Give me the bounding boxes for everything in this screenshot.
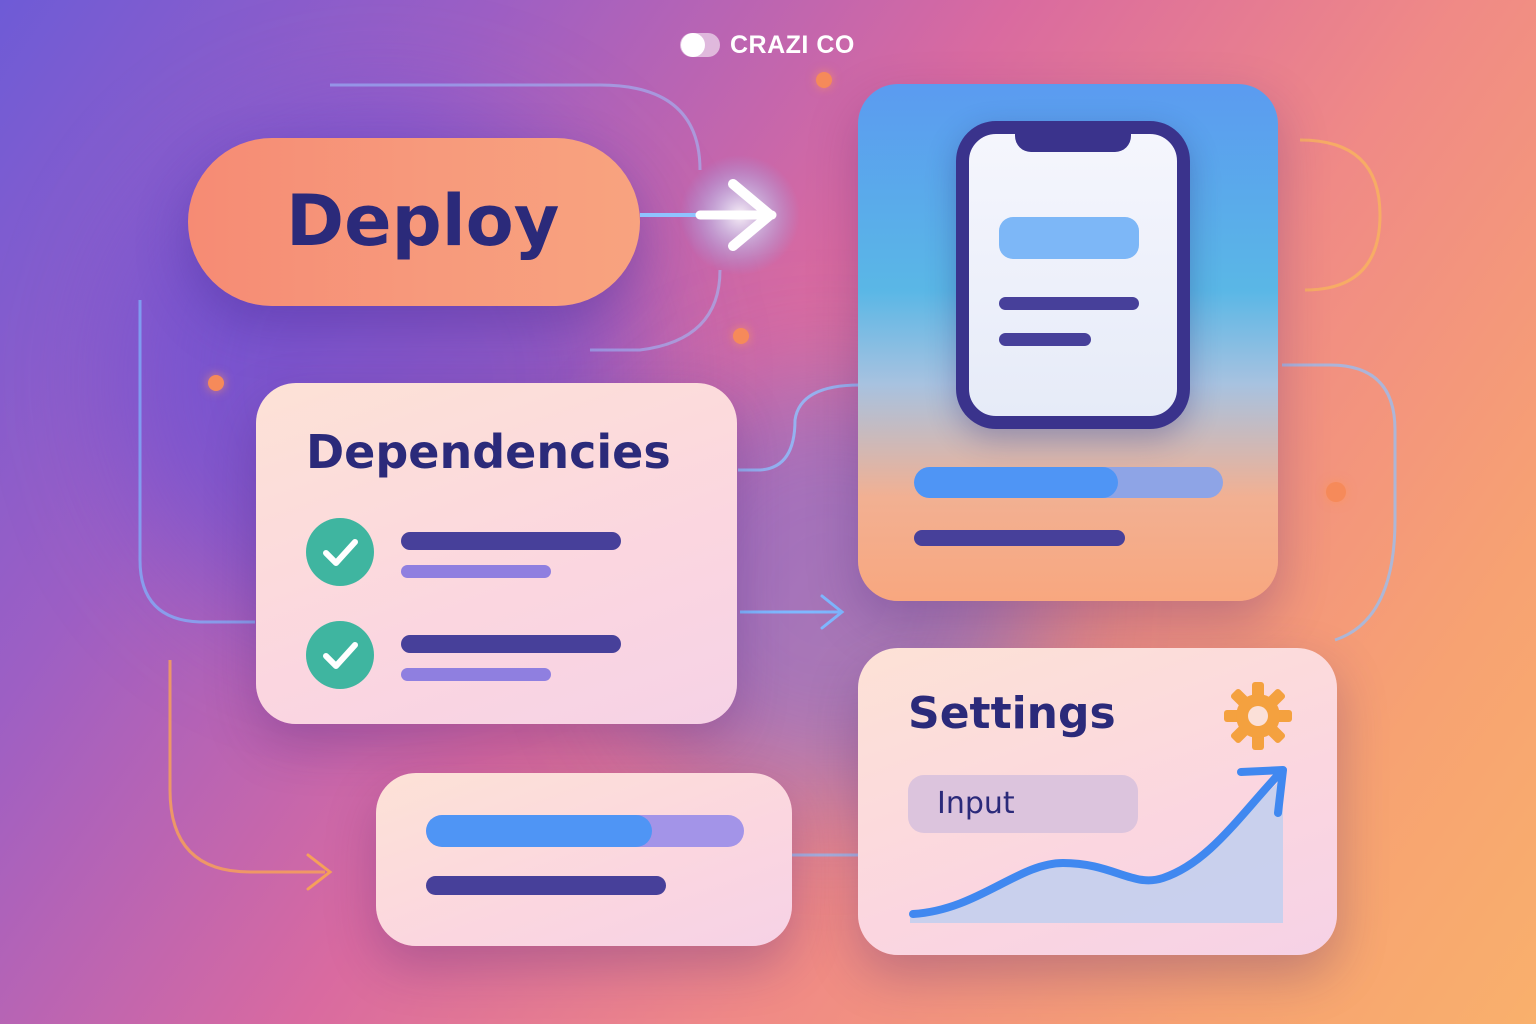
phone-notch: [1015, 132, 1131, 152]
settings-input-value: Input: [937, 786, 1015, 821]
dependencies-title: Dependencies: [306, 425, 671, 479]
connector-deploy-bottom: [590, 269, 722, 352]
dependency-line-secondary: [401, 668, 551, 681]
settings-title: Settings: [908, 688, 1116, 739]
decor-dot: [1326, 482, 1346, 502]
settings-input[interactable]: Input: [908, 775, 1138, 833]
decor-dot: [816, 72, 832, 88]
phone-text-line-short: [999, 333, 1091, 346]
check-circle-icon: [306, 621, 374, 689]
dependency-item: [306, 621, 706, 689]
brand-name: CRAZI CO: [730, 30, 855, 59]
deploy-button[interactable]: Deploy: [188, 138, 640, 306]
decor-dot: [208, 375, 224, 391]
connector-orange-bottom: [168, 660, 325, 874]
phone-header-bar: [999, 217, 1139, 259]
brand: CRAZI CO: [678, 30, 855, 60]
dependency-line-primary: [401, 635, 621, 653]
phone-caption-line: [914, 530, 1125, 546]
settings-card: Settings Input: [858, 648, 1337, 955]
trend-chart: [909, 766, 1287, 923]
trend-up-arrow-icon: [909, 771, 1282, 918]
connector-orange-arrowhead: [306, 853, 333, 891]
dependency-line-secondary: [401, 565, 551, 578]
connector-left-vertical: [138, 300, 255, 624]
connector-top-loop: [330, 83, 702, 171]
deploy-label: Deploy: [286, 180, 560, 262]
connector-right-orange: [1299, 138, 1382, 292]
progress-card: [376, 773, 792, 946]
decor-dot: [733, 328, 749, 344]
dependency-item: [306, 518, 706, 586]
dependency-line-primary: [401, 532, 621, 550]
mobile-app-card[interactable]: [858, 84, 1278, 601]
dependencies-card: Dependencies: [256, 383, 737, 724]
progress-fill: [426, 815, 652, 847]
gear-icon[interactable]: [1222, 680, 1294, 752]
toggle-pill-logo: [680, 33, 720, 57]
progress-caption-line: [426, 876, 666, 895]
connector-dep-arrowhead: [820, 594, 845, 630]
phone-progress-fill: [914, 467, 1118, 498]
phone-progress-bar: [914, 467, 1223, 498]
connector-dep-to-phone: [738, 383, 861, 472]
phone-text-line: [999, 297, 1139, 310]
progress-bar: [426, 815, 744, 847]
phone-icon: [956, 121, 1190, 429]
check-circle-icon: [306, 518, 374, 586]
connector-right-blue: [1282, 363, 1397, 642]
